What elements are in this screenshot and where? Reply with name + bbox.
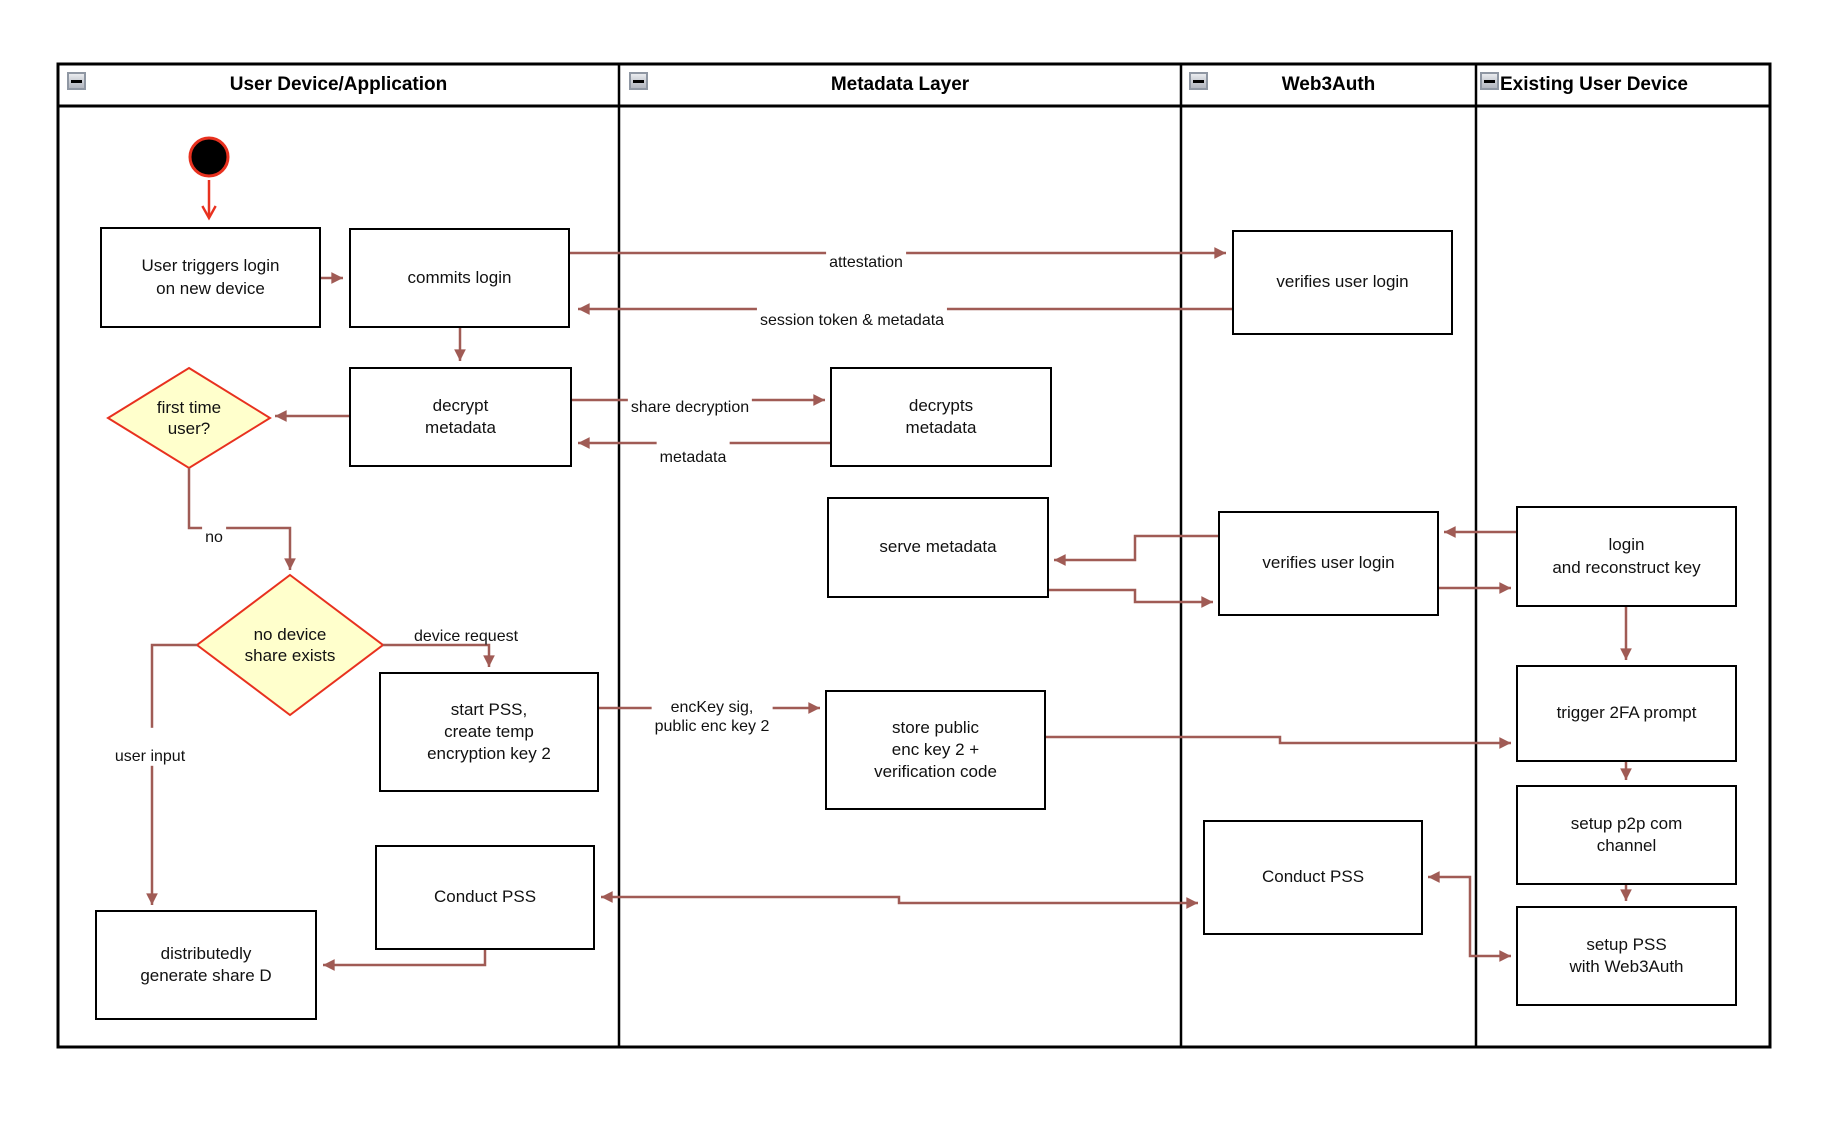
- edge-label-session-token-text: session token & metadata: [759, 312, 945, 329]
- minus-icon: [71, 79, 82, 83]
- node-setup-pss-label: setup PSS with Web3Auth: [1569, 934, 1684, 976]
- node-setup-p2p: setup p2p com channel: [1516, 785, 1737, 885]
- lane-title-metadata-layer-label: Metadata Layer: [830, 74, 970, 95]
- minus-icon: [1193, 79, 1204, 83]
- node-serve-metadata: serve metadata: [827, 497, 1049, 598]
- node-decrypt-metadata: decrypt metadata: [349, 367, 572, 467]
- node-login-reconstruct-key-label: login and reconstruct key: [1552, 535, 1701, 577]
- edge-serve-verifies: [1049, 588, 1213, 608]
- lane-title-web3auth-label: Web3Auth: [1281, 74, 1376, 95]
- edge-conduct-distributedly: [323, 950, 487, 971]
- node-decrypts-metadata-label: decrypts metadata: [905, 395, 977, 437]
- lane-title-web3auth: Web3Auth: [1181, 64, 1476, 106]
- lane-title-metadata-layer: Metadata Layer: [619, 64, 1181, 106]
- edge-label-no: no: [202, 508, 226, 548]
- edge-label-attestation-text: attestation: [829, 254, 903, 271]
- edge-label-enckey-text: encKey sig, public enc key 2: [654, 699, 770, 736]
- node-commits-login: commits login: [349, 228, 570, 328]
- decision-no-device-share: [195, 573, 385, 717]
- decision-no-device-share-text: no device share exists: [244, 624, 336, 665]
- edge-label-no-text: no: [205, 529, 223, 546]
- start-node: [188, 136, 230, 178]
- node-setup-pss: setup PSS with Web3Auth: [1516, 906, 1737, 1006]
- lane-title-user-device-label: User Device/Application: [229, 74, 448, 95]
- node-distributedly-generate: distributedly generate share D: [95, 910, 317, 1020]
- edge-label-metadata: metadata: [656, 428, 730, 468]
- node-conduct-pss-web3-label: Conduct PSS: [1261, 867, 1365, 887]
- edge-label-user-input-text: user input: [114, 748, 186, 765]
- minus-icon: [633, 79, 644, 83]
- node-store-public-key: store public enc key 2 + verification co…: [825, 690, 1046, 810]
- node-store-public-key-label: store public enc key 2 + verification co…: [874, 717, 997, 782]
- edge-conduct3-setuppss: [1428, 871, 1511, 962]
- collapse-minus-icon[interactable]: [1189, 72, 1208, 90]
- node-decrypt-metadata-label: decrypt metadata: [425, 395, 496, 437]
- collapse-minus-icon[interactable]: [67, 72, 86, 90]
- decision-first-time-user-label: first time user?: [157, 397, 221, 440]
- node-conduct-pss-user: Conduct PSS: [375, 845, 595, 950]
- node-setup-p2p-label: setup p2p com channel: [1570, 813, 1683, 855]
- node-start-pss: start PSS, create temp encryption key 2: [379, 672, 599, 792]
- decision-first-time-user-text: first time user?: [156, 397, 222, 438]
- edge-label-device-request-text: device request: [413, 628, 519, 645]
- collapse-minus-icon[interactable]: [1480, 72, 1499, 90]
- edge-label-device-request: device request: [411, 608, 521, 646]
- edge-conduct-link: [601, 891, 1198, 909]
- edge-label-session-token: session token & metadata: [756, 291, 948, 331]
- node-user-triggers-login: User triggers login on new device: [100, 227, 321, 328]
- node-verifies-user-login-top: verifies user login: [1232, 230, 1453, 335]
- lane-title-user-device: User Device/Application: [58, 64, 619, 106]
- node-trigger-2fa: trigger 2FA prompt: [1516, 665, 1737, 762]
- node-verifies-user-login-top-label: verifies user login: [1276, 272, 1409, 292]
- edge-device-request: [383, 643, 495, 667]
- node-conduct-pss-user-label: Conduct PSS: [433, 887, 537, 907]
- node-start-pss-label: start PSS, create temp encryption key 2: [427, 699, 551, 764]
- edge-label-metadata-text: metadata: [659, 449, 727, 466]
- node-distributedly-generate-label: distributedly generate share D: [140, 943, 272, 985]
- edge-user-input: [146, 643, 197, 905]
- edge-label-share-decryption: share decryption: [627, 378, 753, 418]
- edge-store-trigger2fa: [1046, 735, 1511, 749]
- lane-title-existing-device: Existing User Device: [1500, 64, 1768, 106]
- edge-no-branch: [187, 468, 296, 570]
- edge-label-share-decryption-text: share decryption: [630, 399, 750, 416]
- lane-title-existing-device-label: Existing User Device: [1500, 74, 1688, 95]
- node-user-triggers-login-label: User triggers login on new device: [141, 256, 280, 298]
- collapse-minus-icon[interactable]: [629, 72, 648, 90]
- node-trigger-2fa-label: trigger 2FA prompt: [1556, 703, 1697, 723]
- node-login-reconstruct-key: login and reconstruct key: [1516, 506, 1737, 607]
- node-decrypts-metadata: decrypts metadata: [830, 367, 1052, 467]
- edge-verifies-serve: [1054, 534, 1218, 566]
- edge-label-attestation: attestation: [826, 233, 906, 273]
- minus-icon: [1484, 79, 1495, 83]
- edge-label-user-input: user input: [111, 727, 189, 767]
- edge-label-enckey: encKey sig, public enc key 2: [651, 679, 773, 737]
- node-verifies-user-login-mid-label: verifies user login: [1262, 553, 1395, 573]
- node-commits-login-label: commits login: [407, 267, 512, 287]
- node-conduct-pss-web3: Conduct PSS: [1203, 820, 1423, 935]
- node-verifies-user-login-mid: verifies user login: [1218, 511, 1439, 616]
- node-serve-metadata-label: serve metadata: [879, 537, 997, 557]
- decision-no-device-share-label: no device share exists: [245, 624, 336, 667]
